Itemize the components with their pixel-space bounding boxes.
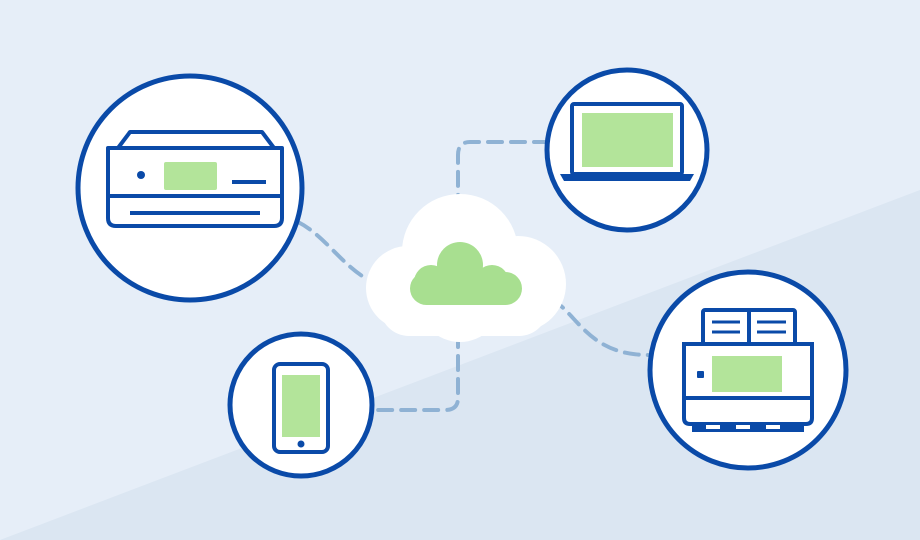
cloud-hub xyxy=(366,194,566,342)
scanner-node[interactable] xyxy=(647,269,849,471)
cloud-icon xyxy=(410,242,522,305)
connector-laptop-cloud xyxy=(456,140,550,242)
laptop-node[interactable] xyxy=(544,67,710,233)
printer-node[interactable] xyxy=(75,73,305,303)
scanner-icon xyxy=(682,308,814,432)
smartphone-icon xyxy=(272,362,330,454)
connector-phone-cloud xyxy=(375,308,460,412)
smartphone-node[interactable] xyxy=(227,331,375,479)
printer-icon xyxy=(106,130,284,228)
laptop-icon xyxy=(560,102,694,181)
